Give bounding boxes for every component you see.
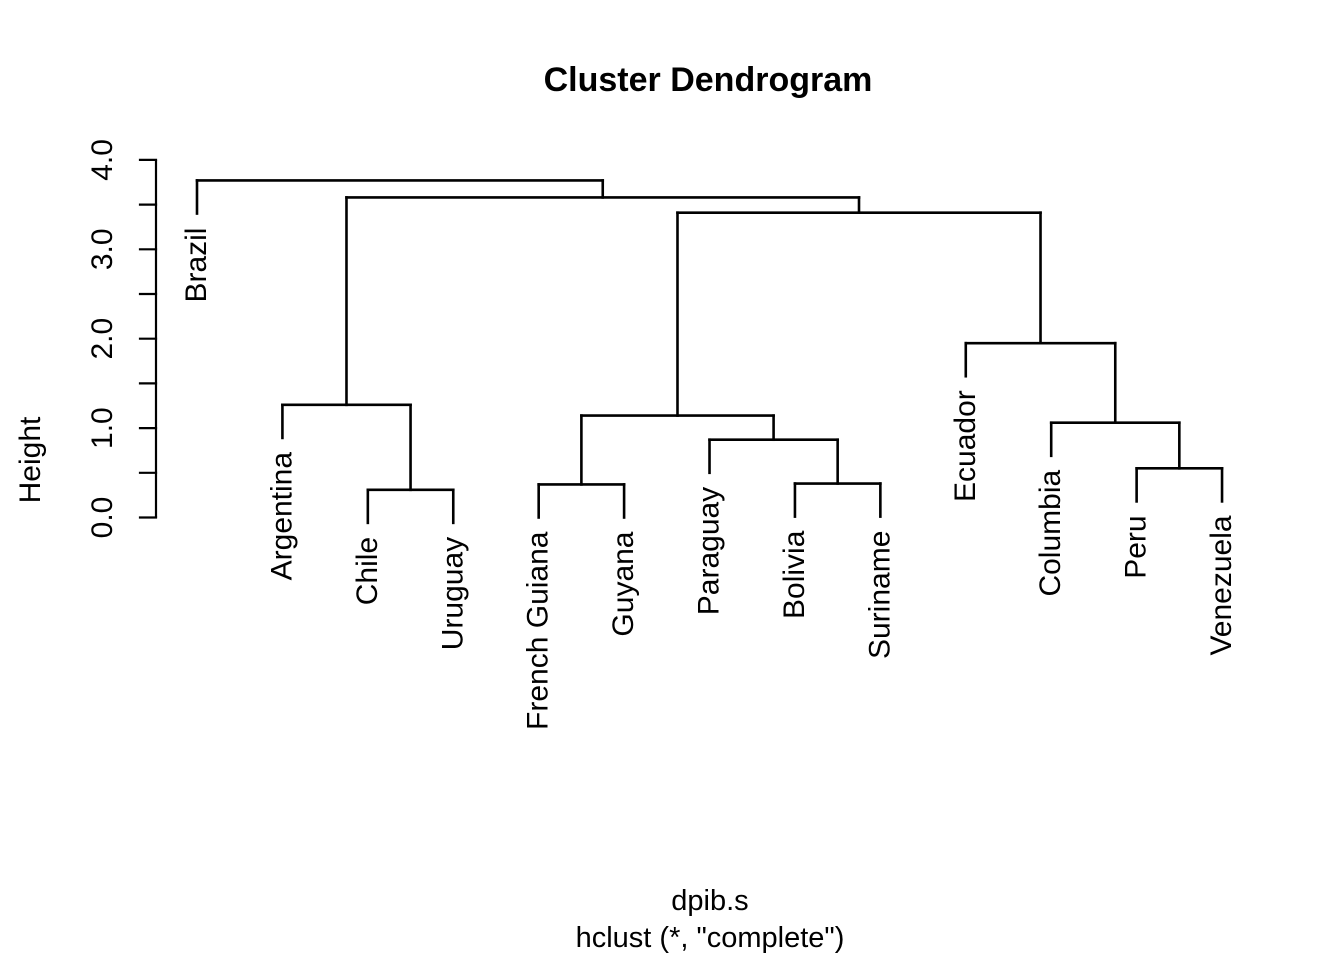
chart-title: Cluster Dendrogram	[544, 61, 873, 99]
leaf-label-chile: Chile	[351, 537, 384, 605]
caption-data-label: dpib.s	[671, 885, 748, 917]
dendrogram-tree	[195, 179, 1224, 525]
y-tick-label-3.0: 3.0	[86, 228, 119, 270]
leaf-label-columbia: Columbia	[1034, 470, 1067, 597]
x-axis-caption: dpib.s hclust (*, "complete")	[576, 885, 845, 954]
leaf-label-uruguay: Uruguay	[436, 537, 469, 650]
y-tick-label-4.0: 4.0	[86, 139, 119, 181]
leaf-label-ecuador: Ecuador	[949, 390, 982, 502]
leaf-label-peru: Peru	[1120, 515, 1153, 578]
caption-method-label: hclust (*, "complete")	[576, 922, 845, 954]
y-axis: 0.0 1.0 2.0 3.0 4.0 Height	[14, 139, 158, 538]
leaf-label-suriname: Suriname	[863, 531, 896, 659]
leaf-label-venezuela: Venezuela	[1205, 515, 1238, 655]
leaf-label-guyana: Guyana	[607, 531, 640, 636]
leaf-label-argentina: Argentina	[265, 452, 298, 581]
leaf-label-french-guiana: French Guiana	[522, 531, 555, 730]
y-axis-tick-labels: 0.0 1.0 2.0 3.0 4.0	[86, 139, 119, 538]
y-axis-title: Height	[14, 416, 47, 503]
y-tick-label-2.0: 2.0	[86, 318, 119, 360]
y-tick-label-0.0: 0.0	[86, 497, 119, 539]
y-tick-label-1.0: 1.0	[86, 407, 119, 449]
leaf-label-brazil: Brazil	[180, 228, 213, 303]
y-axis-ticks	[138, 158, 158, 519]
leaf-label-paraguay: Paraguay	[693, 487, 726, 615]
leaf-label-bolivia: Bolivia	[778, 530, 811, 619]
